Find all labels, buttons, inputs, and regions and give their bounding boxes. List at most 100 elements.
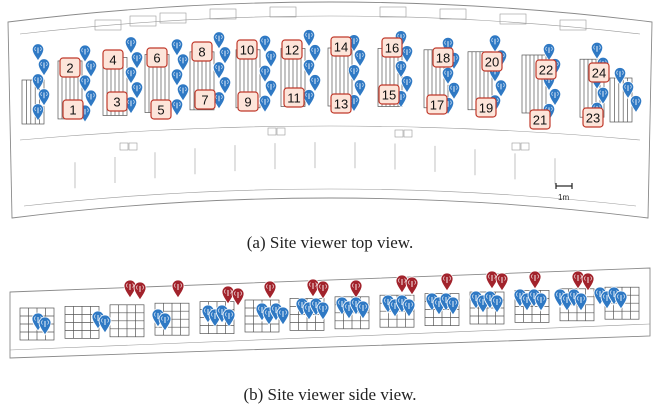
caption-top-view: (a) Site viewer top view. <box>246 233 414 252</box>
antenna-icon <box>574 274 582 281</box>
location-pin-icon <box>446 296 460 316</box>
location-pin-icon <box>302 29 316 48</box>
antenna-icon <box>319 305 327 312</box>
ceiling-fixture <box>159 12 187 24</box>
antenna-icon <box>491 38 499 45</box>
location-pin-icon <box>302 59 316 78</box>
rack-number-text: 13 <box>334 97 348 112</box>
rack-number-text: 22 <box>539 63 553 78</box>
ceiling-fixture <box>209 8 237 20</box>
antenna-icon <box>493 298 501 305</box>
location-pin-icon <box>316 280 330 300</box>
antenna-icon <box>173 41 181 49</box>
antenna-icon <box>40 61 48 69</box>
location-pin-icon <box>176 83 190 102</box>
antenna-icon <box>174 283 182 290</box>
rack-number-label: 18 <box>432 47 454 68</box>
scale-bar: 1m <box>555 183 573 202</box>
rack-number-label: 8 <box>191 41 213 62</box>
rack-number-text: 23 <box>586 111 600 126</box>
location-pin-icon <box>621 81 635 100</box>
rack-number-text: 4 <box>109 53 116 68</box>
antenna-icon <box>87 93 95 100</box>
antenna-icon <box>397 63 405 71</box>
location-pin-icon <box>447 81 461 101</box>
antenna-icon <box>126 283 134 290</box>
location-pin-icon <box>264 79 278 99</box>
rack-number-label: 9 <box>237 91 259 112</box>
rack-number-label: 14 <box>330 36 352 57</box>
antenna-icon <box>498 276 506 283</box>
inner-wall-top <box>19 15 641 35</box>
rack-number-text: 5 <box>157 103 164 118</box>
antenna-icon <box>616 70 624 77</box>
ceiling-fixture <box>269 6 297 18</box>
antenna-icon <box>352 283 360 290</box>
rack-number-label: 4 <box>102 49 124 70</box>
rack-number-text: 3 <box>113 95 120 110</box>
rack-number-text: 14 <box>334 40 348 55</box>
antenna-icon <box>449 300 457 307</box>
antenna-icon <box>34 106 42 114</box>
antenna-icon <box>450 85 458 92</box>
antenna-icon <box>225 312 233 319</box>
antenna-icon <box>279 310 287 317</box>
location-pin-icon <box>171 279 185 299</box>
rack-number-label: 22 <box>535 59 557 80</box>
location-pin-icon <box>400 75 414 94</box>
rack-number-label: 20 <box>481 51 503 72</box>
antenna-icon <box>267 83 275 90</box>
rack-number-text: 17 <box>430 98 444 113</box>
floor-box <box>119 142 129 151</box>
antenna-icon <box>311 47 319 55</box>
antenna-icon <box>305 92 313 100</box>
location-pin-icon <box>98 314 112 334</box>
floor-box <box>403 129 413 138</box>
location-pin-icon <box>596 86 610 106</box>
location-pin-icon <box>38 316 52 336</box>
antenna-icon <box>305 62 313 70</box>
caption-side-view: (b) Site viewer side view. <box>243 385 417 404</box>
location-pin-icon <box>130 81 144 100</box>
antenna-icon <box>127 69 135 77</box>
inner-wall-bottom <box>19 125 641 141</box>
location-pin-icon <box>394 60 408 79</box>
antenna-icon <box>545 46 553 54</box>
top-view-detail <box>74 6 587 189</box>
antenna-icon <box>599 90 607 97</box>
rack-number-label: 2 <box>59 57 81 78</box>
location-pin-icon <box>353 49 367 68</box>
antenna-icon <box>311 77 319 85</box>
location-pin-icon <box>231 287 245 307</box>
antenna-icon <box>81 48 89 55</box>
location-pin-icon <box>264 49 278 69</box>
location-pin-icon <box>258 64 272 84</box>
location-pin-icon <box>84 59 98 78</box>
ap-pins-side <box>31 270 628 336</box>
inner-wall-bottom-2 <box>23 188 637 207</box>
location-pin-icon <box>31 73 45 92</box>
rack-number-text: 2 <box>66 61 73 76</box>
location-pin-icon <box>590 41 604 61</box>
rack-number-label: 12 <box>281 39 303 60</box>
rack-number-text: 11 <box>287 91 301 106</box>
antenna-icon <box>261 98 269 105</box>
rack-number-label: 1 <box>62 99 84 120</box>
antenna-icon <box>81 78 89 85</box>
location-pin-icon <box>78 44 92 63</box>
antenna-icon <box>632 98 640 105</box>
antenna-icon <box>136 285 144 292</box>
rack-number-text: 12 <box>285 43 299 58</box>
antenna-icon <box>224 289 232 296</box>
location-pin-icon <box>258 94 272 114</box>
location-pin-icon <box>490 294 504 314</box>
antenna-icon <box>405 302 413 309</box>
rack-number-label: 7 <box>194 89 216 110</box>
location-pin-icon <box>308 74 322 93</box>
antenna-icon <box>531 274 539 281</box>
location-pin-icon <box>212 61 226 80</box>
side-rack-rows <box>19 286 640 341</box>
rack-number-text: 18 <box>436 51 450 66</box>
antenna-icon <box>551 91 559 99</box>
location-pin-icon <box>37 58 51 77</box>
